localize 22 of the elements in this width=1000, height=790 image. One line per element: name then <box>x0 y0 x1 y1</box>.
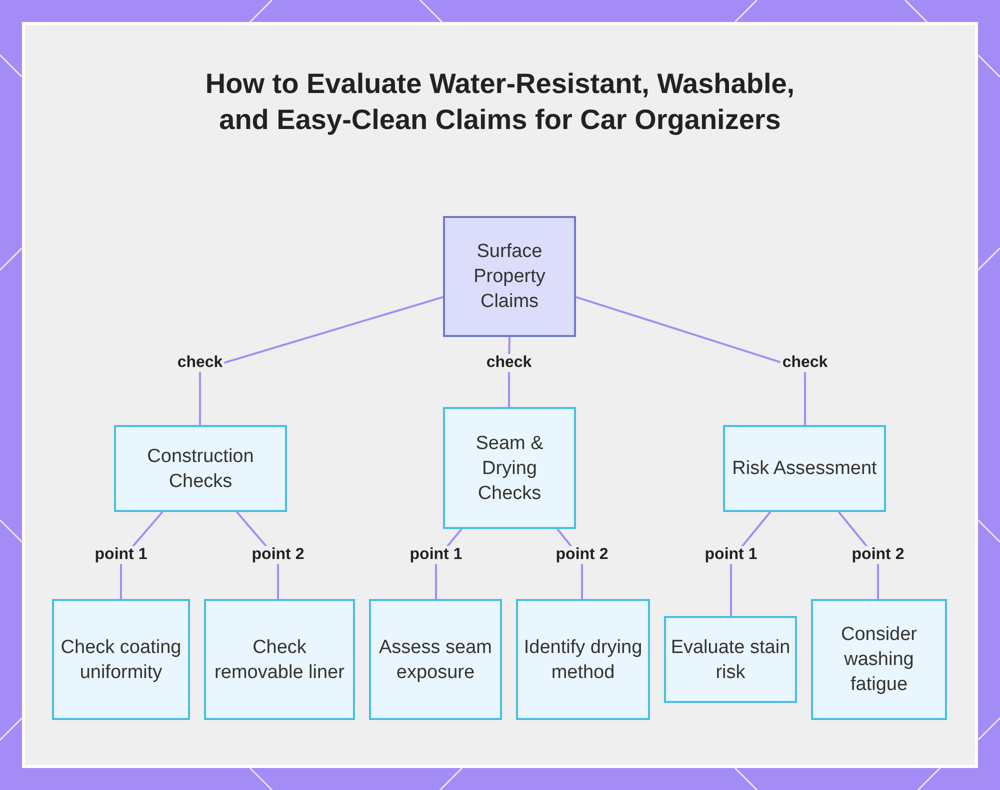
root-box: Surface Property Claims <box>443 216 576 337</box>
step-box: Risk Assessment <box>723 425 886 512</box>
step-box: Evaluate stain risk <box>664 616 797 703</box>
edge-label: point 2 <box>850 546 906 564</box>
step-box: Construction Checks <box>114 425 287 512</box>
edge-label: check <box>484 354 534 372</box>
edge-label: point 2 <box>554 546 610 564</box>
edge-label: check <box>780 354 830 372</box>
connector-line <box>576 296 806 425</box>
step-box: Consider washing fatigue <box>811 599 947 720</box>
title: How to Evaluate Water-Resistant, Washable, and Easy-Clean Claims for Car Organizers <box>204 67 796 137</box>
step-box: Check coating uniformity <box>52 599 190 720</box>
edge-label: point 1 <box>702 546 760 564</box>
step-box: Identify drying method <box>516 599 650 720</box>
step-box: Seam & Drying Checks <box>443 407 576 529</box>
connector-line <box>199 296 444 425</box>
step-box: Assess seam exposure <box>369 599 502 720</box>
step-box: Check removable liner <box>204 599 355 720</box>
edge-label: check <box>175 354 225 372</box>
edge-label: point 1 <box>92 546 150 564</box>
edge-label: point 2 <box>250 546 306 564</box>
edge-label: point 1 <box>408 546 464 564</box>
